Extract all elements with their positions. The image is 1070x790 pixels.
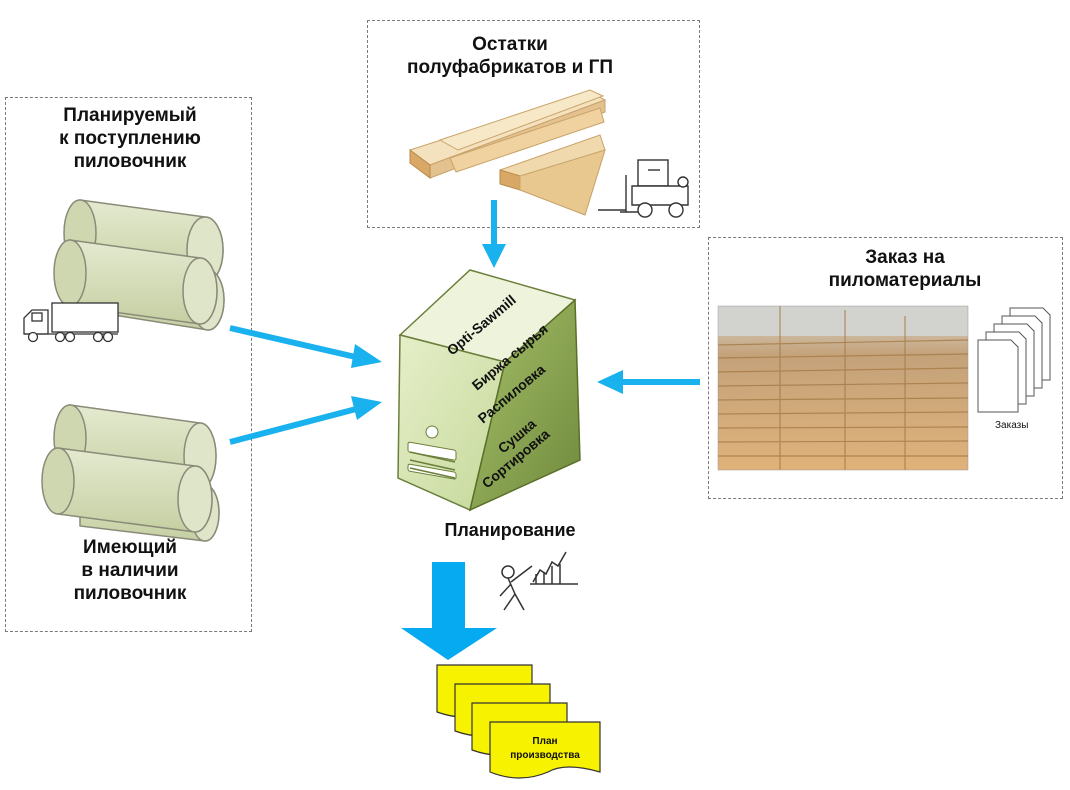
planning-label: Планирование (444, 520, 576, 540)
leftovers-group (367, 20, 700, 228)
production-plan-documents-icon (436, 664, 601, 779)
truck-icon (23, 302, 119, 343)
order-group (708, 237, 1063, 499)
arrow-leftovers-to-server (482, 200, 506, 268)
planner-figure-icon (499, 551, 578, 611)
forklift-icon (598, 159, 689, 218)
planned-raw-material-title: Планируемый к поступлению пиловочник (59, 105, 201, 173)
leftovers-title: Остатки полуфабрикатов и ГП (406, 34, 614, 79)
order-title: Заказ на пиломатериалы (828, 247, 982, 292)
orders-documents-icon (977, 307, 1051, 413)
arrow-planned-to-server (229, 325, 382, 368)
arrow-available-to-server (229, 396, 382, 445)
arrow-order-to-server (597, 370, 700, 394)
orders-label: Заказы (995, 420, 1028, 431)
available-raw-material-title: Имеющий в наличии пиловочник (73, 537, 187, 605)
lumber-stacks-image (717, 305, 969, 471)
production-plan-label-line1: План (532, 736, 557, 747)
available-logs-icon (41, 404, 220, 542)
planks-icon (408, 89, 607, 216)
arrow-planning-to-output (401, 562, 497, 660)
server-icon (397, 269, 581, 512)
planned-raw-material-group (5, 97, 252, 632)
production-plan-label-line2: производства (510, 750, 580, 761)
